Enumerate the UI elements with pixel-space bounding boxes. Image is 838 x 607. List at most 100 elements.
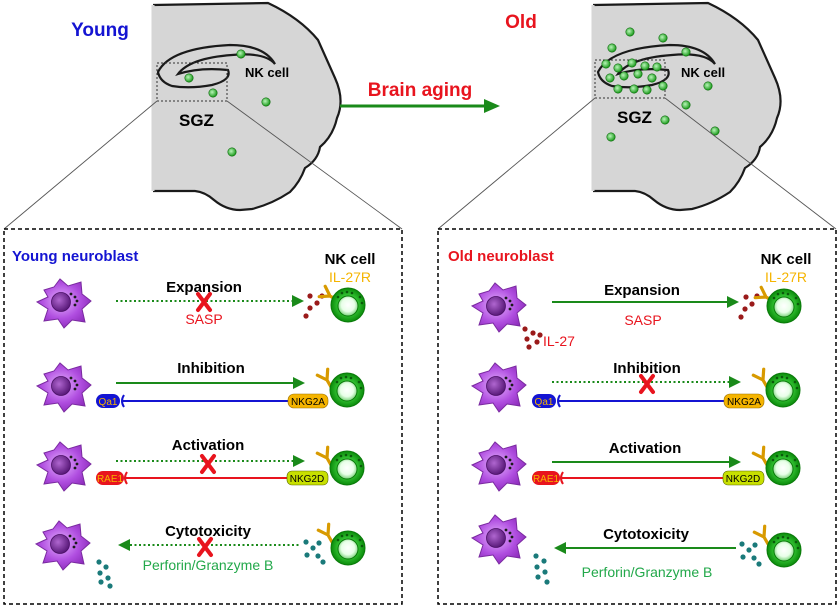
young-nk-title: NK cell	[325, 251, 376, 268]
young-panel-title: Young neuroblast	[12, 248, 138, 265]
old-nk-dot	[601, 59, 611, 69]
old-nk-dot	[607, 43, 617, 53]
young-cytotoxicity-label: Cytotoxicity	[165, 523, 252, 540]
old-sasp-label: SASP	[624, 312, 661, 328]
old-expansion-label: Expansion	[604, 282, 680, 299]
young-nk-dot	[208, 88, 218, 98]
young-nk-dot	[236, 49, 246, 59]
young-perforin-label: Perforin/Granzyme B	[143, 557, 274, 573]
old-nk-dot	[627, 58, 637, 68]
young-il27r-label: IL-27R	[329, 269, 371, 285]
young-nk-dot	[227, 147, 237, 157]
young-panel: Young neuroblast NK cell IL-27R Expansio…	[3, 228, 403, 605]
old-neuroblast	[471, 362, 527, 413]
old-nk-dot	[681, 100, 691, 110]
old-nkg2d-label: NKG2D	[726, 474, 760, 485]
young-granule-dots-right	[303, 539, 326, 565]
old-nk-dot	[605, 73, 615, 83]
old-cytotoxicity-label: Cytotoxicity	[603, 526, 690, 543]
young-neuroblast	[36, 362, 92, 413]
old-granule-dots-left	[533, 553, 550, 585]
old-inhibition-x	[639, 374, 655, 394]
old-il27-dots	[738, 293, 760, 320]
young-neuroblast	[36, 278, 92, 329]
old-neuroblast	[471, 514, 527, 565]
young-zoom-line-right	[226, 100, 403, 230]
old-panel-title: Old neuroblast	[448, 248, 554, 265]
young-nk-cell-3	[329, 450, 365, 486]
young-qa1-ligand	[96, 394, 120, 408]
young-rae1-label: RAE1	[97, 474, 124, 485]
old-nkg2d-receptor	[722, 470, 765, 486]
old-nk-dot	[652, 62, 662, 72]
old-nk-dot	[613, 84, 623, 94]
young-expansion-label: Expansion	[166, 279, 242, 296]
old-il27r-label: IL-27R	[765, 269, 807, 285]
old-rae1-label: RAE1	[533, 474, 560, 485]
young-sasp-label: SASP	[185, 311, 222, 327]
young-cytotoxicity-x	[197, 537, 213, 557]
young-neuroblast	[35, 520, 91, 571]
old-zoom-line-right	[664, 97, 837, 230]
young-nk-cell-4	[330, 530, 366, 566]
old-nkg2a-receptor	[723, 393, 765, 409]
old-nk-dot	[660, 115, 670, 125]
brain-aging-label: Brain aging	[368, 80, 473, 101]
old-qa1-ligand	[532, 394, 556, 408]
old-rae1-ligand	[532, 471, 560, 485]
old-brain	[591, 1, 782, 212]
young-nk-dot	[261, 97, 271, 107]
young-inhibition-label: Inhibition	[177, 360, 244, 377]
old-nk-title: NK cell	[761, 251, 812, 268]
old-sgz-label: SGZ	[617, 108, 652, 127]
old-nk-dot	[625, 27, 635, 37]
young-nk-cell-2	[329, 372, 365, 408]
old-nk-dot	[642, 85, 652, 95]
old-zoom-box	[594, 59, 666, 99]
old-zoom-line-left	[437, 97, 596, 230]
old-nk-dot	[613, 63, 623, 73]
young-nk-dot	[184, 73, 194, 83]
old-nk-cell-label: NK cell	[681, 65, 725, 80]
young-il27-dots	[303, 293, 325, 319]
young-activation-x	[200, 454, 216, 474]
young-rae1-ligand	[96, 471, 124, 485]
old-panel: Old neuroblast NK cell IL-27R Expansion …	[437, 228, 837, 605]
young-brain	[151, 1, 342, 212]
old-nk-dot	[633, 69, 643, 79]
young-nkg2a-receptor	[287, 393, 329, 409]
young-nk-cell-1	[330, 287, 366, 323]
old-neuroblast	[471, 441, 527, 492]
young-granule-dots-left	[96, 559, 113, 589]
old-nk-dot	[640, 61, 650, 71]
young-zoom-line-left	[3, 100, 158, 230]
old-nk-dot	[606, 132, 616, 142]
old-nk-dot	[619, 71, 629, 81]
young-brain-outline	[152, 1, 342, 212]
old-nk-dot	[703, 81, 713, 91]
old-il27-label: IL-27	[543, 333, 575, 349]
old-neuroblast	[471, 282, 527, 333]
old-nk-dot	[681, 47, 691, 57]
young-header: Young	[71, 20, 129, 41]
young-panel-border	[3, 228, 403, 605]
young-activation-label: Activation	[172, 437, 245, 454]
old-nk-cell-4	[766, 532, 802, 568]
old-nk-cell-2	[765, 372, 801, 408]
brain-aging-arrow	[340, 99, 500, 113]
old-activation-label: Activation	[609, 440, 682, 457]
old-granule-dots-right	[739, 541, 762, 567]
old-nk-dot	[647, 73, 657, 83]
young-nk-cell-label: NK cell	[245, 65, 289, 80]
young-sgz-label: SGZ	[179, 111, 214, 130]
old-il27-dots-source	[522, 326, 543, 350]
old-nk-cell-1	[766, 288, 802, 324]
old-nk-cell-3	[765, 450, 801, 486]
old-panel-border	[437, 228, 837, 605]
old-nk-dot	[629, 84, 639, 94]
young-nkg2a-label: NKG2A	[291, 397, 325, 408]
old-qa1-label: Qa1	[535, 397, 554, 408]
old-inhibition-label: Inhibition	[613, 360, 680, 377]
young-nkg2d-receptor	[286, 470, 329, 486]
